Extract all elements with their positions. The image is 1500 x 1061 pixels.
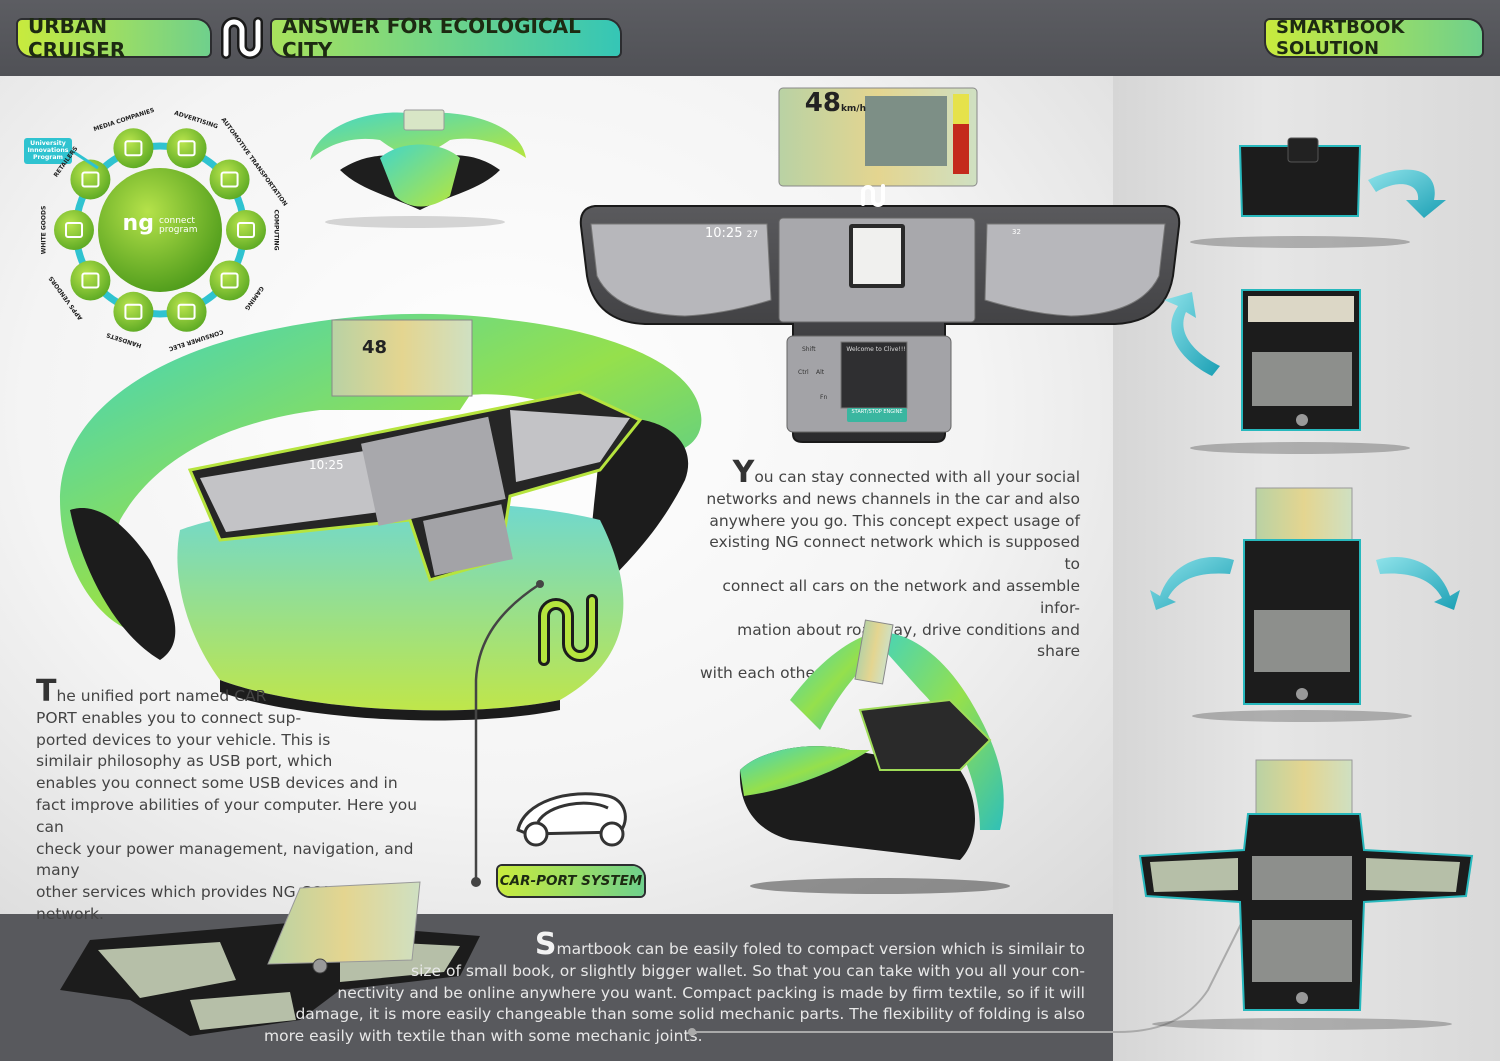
unfold-left-arrow-icon xyxy=(1150,557,1234,610)
network-node-label-8: WHITE GOODS xyxy=(40,205,48,255)
ng-program-text: program xyxy=(159,224,198,235)
carport-system-label: CAR-PORT SYSTEM xyxy=(498,866,644,896)
car-outline-icon xyxy=(516,792,627,847)
steering-wheel-top-view xyxy=(310,109,526,228)
connected-line-7: with each others. xyxy=(700,664,835,683)
unfold-up-arrow-icon xyxy=(1164,292,1220,376)
wheel-hud-speed: 48 xyxy=(362,337,388,358)
key-alt[interactable]: Alt xyxy=(816,369,825,376)
network-node-6 xyxy=(113,291,154,332)
carport-line-6: fact improve abilities of your computer.… xyxy=(36,795,418,836)
network-node-icon-10 xyxy=(124,140,143,157)
network-center xyxy=(98,168,222,292)
connected-line-3: anywhere you go. This concept expect usa… xyxy=(709,511,1080,530)
start-stop-engine-button[interactable]: START/STOP ENGINE xyxy=(851,409,903,415)
smartbook-line-5: more easily with textile than with some … xyxy=(264,1027,703,1046)
ng-center-label: ng connect program xyxy=(108,211,212,236)
dash-clock: 10:25 27 xyxy=(705,226,758,241)
connected-line-6: mation about roadway, drive conditions a… xyxy=(737,620,1080,661)
title-ecological-city: ANSWER FOR ECOLOGICAL CITY xyxy=(272,14,620,62)
hud-speed-unit: km/h xyxy=(840,104,866,114)
smartbook-line-3: nectivity and be online anywhere you wan… xyxy=(337,983,1085,1002)
key-ctrl[interactable]: Ctrl xyxy=(798,369,809,376)
smartbook-line-1: martbook can be easily foled to compact … xyxy=(556,940,1086,958)
brand-logo-icon xyxy=(221,17,263,59)
title-smartbook-solution-text: SMARTBOOK SOLUTION xyxy=(1276,17,1405,59)
university-callout xyxy=(24,138,72,164)
network-node-10 xyxy=(113,128,154,169)
network-node-1 xyxy=(166,128,207,169)
network-node-4 xyxy=(209,260,250,301)
steering-wheel-main xyxy=(60,313,702,721)
network-node-2 xyxy=(209,159,250,200)
ng-network-diagram xyxy=(24,128,266,332)
dash-welcome-text: Welcome to Clive!!! xyxy=(846,346,906,353)
smartbook-line-4: damage, it is more easily changeable tha… xyxy=(295,1005,1085,1024)
dash-date-value: 27 xyxy=(746,230,759,240)
hud-speed-value: 48 xyxy=(804,88,841,118)
network-node-icon-6 xyxy=(124,303,143,320)
connected-dropcap: Y xyxy=(732,455,755,490)
dash-weather-temp: 32 xyxy=(1012,228,1021,236)
carport-line-2: PORT enables you to connect sup- xyxy=(36,708,302,727)
network-node-icon-9 xyxy=(81,171,100,188)
network-node-8 xyxy=(54,210,94,250)
network-node-icon-8 xyxy=(65,222,83,238)
university-callout-text: University Innovations Program xyxy=(25,140,71,161)
callout-line-3: Program xyxy=(33,154,63,161)
rotate-arrow-icon xyxy=(1368,169,1446,218)
network-node-icon-7 xyxy=(81,272,100,289)
carport-dropcap: T xyxy=(36,674,57,709)
carport-line-3: ported devices to your vehicle. This is xyxy=(36,730,331,749)
smartbook-folding-steps xyxy=(1138,137,1474,1030)
smartbook-flat-view xyxy=(60,881,480,1036)
network-node-3 xyxy=(226,210,266,250)
steering-wheel-side-view xyxy=(739,619,1010,894)
carport-paragraph: The unified port named CAR PORT enables … xyxy=(36,677,446,926)
network-node-9 xyxy=(70,159,111,200)
network-node-icon-2 xyxy=(220,171,239,188)
title-smartbook-solution: SMARTBOOK SOLUTION xyxy=(1266,17,1482,59)
carport-line-7: check your power management, navigation,… xyxy=(36,839,414,880)
smartbook-dropcap: S xyxy=(534,927,557,962)
callout-line-1: University xyxy=(30,140,66,147)
carport-connector-line xyxy=(471,580,544,887)
network-node-icon-5 xyxy=(177,303,196,320)
connected-line-5: connect all cars on the network and asse… xyxy=(722,576,1080,617)
hud-speed: 48km/h xyxy=(796,88,866,118)
title-ecological-city-text: ANSWER FOR ECOLOGICAL CITY xyxy=(282,14,581,62)
carport-system-label-text: CAR-PORT SYSTEM xyxy=(499,873,643,889)
ng-logo-text: ng xyxy=(122,211,154,236)
carport-line-8: other services which provides NG CONNECT… xyxy=(36,883,377,923)
smartbook-line-2: size of small book, or slightly bigger w… xyxy=(411,961,1085,980)
smartbook-connector-line xyxy=(688,909,1249,1036)
header-bar xyxy=(0,0,1500,76)
connected-line-2: networks and news channels in the car an… xyxy=(706,489,1080,508)
network-node-7 xyxy=(70,260,111,301)
network-node-label-3: COMPUTING xyxy=(272,209,280,251)
dashboard-console xyxy=(579,87,1181,443)
carport-line-4: similair philosophy as USB port, which xyxy=(36,752,333,771)
title-urban-cruiser: URBAN CRUISER xyxy=(18,14,210,62)
network-node-icon-3 xyxy=(237,222,255,238)
network-node-icon-1 xyxy=(177,140,196,157)
network-node-icon-4 xyxy=(220,272,239,289)
carport-line-1: he unified port named CAR xyxy=(56,687,267,705)
connected-line-4: existing NG connect network which is sup… xyxy=(709,533,1080,574)
unfold-right-arrow-icon xyxy=(1376,557,1460,610)
carport-line-5: enables you connect some USB devices and… xyxy=(36,774,398,793)
connected-line-1: ou can stay connected with all your soci… xyxy=(754,468,1080,486)
network-node-5 xyxy=(166,291,207,332)
key-shift[interactable]: Shift xyxy=(802,346,816,353)
callout-line-2: Innovations xyxy=(27,147,69,154)
connected-paragraph: You can stay connected with all your soc… xyxy=(700,458,1080,685)
smartbook-paragraph: Smartbook can be easily foled to compact… xyxy=(250,930,1086,1048)
key-fn[interactable]: Fn xyxy=(820,394,828,401)
dash-clock-value: 10:25 xyxy=(705,226,743,241)
ng-connect-text: connect xyxy=(159,215,195,226)
title-urban-cruiser-text: URBAN CRUISER xyxy=(28,14,126,62)
wheel-clock: 10:25 xyxy=(309,458,344,472)
